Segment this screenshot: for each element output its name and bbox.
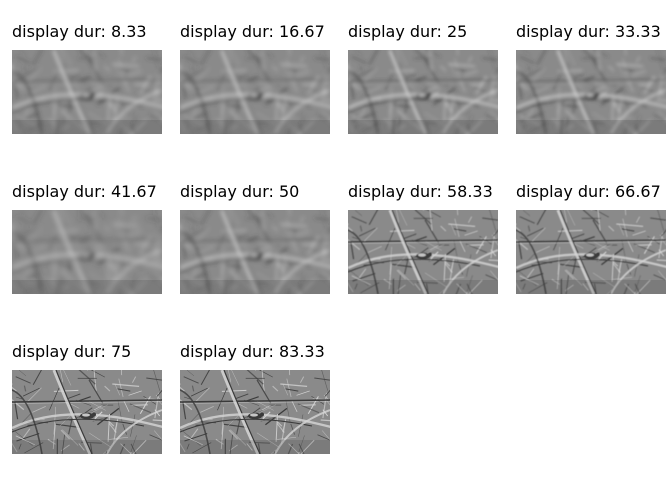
frame-cell: display dur: 41.67 [12,182,162,297]
frame-label: display dur: 75 [12,342,132,361]
frame-cell: display dur: 16.67 [180,22,330,137]
image-shade [12,280,162,294]
frame-image [12,370,162,454]
scene-strokes [516,210,666,294]
frame-image [348,50,498,134]
image-shade [180,120,330,134]
image-shade [180,280,330,294]
frame-cell: display dur: 33.33 [516,22,666,137]
frame-image [12,210,162,294]
scene-strokes [180,210,330,294]
image-shade [348,280,498,294]
scene-strokes [12,370,162,454]
image-shade [348,120,498,134]
frame-cell: display dur: 75 [12,342,162,457]
image-shade [516,280,666,294]
frame-image [180,50,330,134]
scene-strokes [348,50,498,134]
scene-strokes [12,210,162,294]
frame-image [516,210,666,294]
frame-image [180,370,330,454]
frame-image [12,50,162,134]
image-shade [516,120,666,134]
frame-label: display dur: 41.67 [12,182,157,201]
frame-label: display dur: 83.33 [180,342,325,361]
frame-label: display dur: 25 [348,22,468,41]
frame-cell: display dur: 66.67 [516,182,666,297]
frame-image [516,50,666,134]
frame-label: display dur: 58.33 [348,182,493,201]
frame-cell: display dur: 8.33 [12,22,162,137]
scene-strokes [348,210,498,294]
frame-label: display dur: 66.67 [516,182,661,201]
scene-strokes [180,370,330,454]
frame-image [180,210,330,294]
frame-label: display dur: 16.67 [180,22,325,41]
scene-strokes [12,50,162,134]
image-shade [12,440,162,454]
frame-label: display dur: 8.33 [12,22,147,41]
image-shade [180,440,330,454]
scene-strokes [180,50,330,134]
frame-cell: display dur: 50 [180,182,330,297]
frame-label: display dur: 50 [180,182,300,201]
frame-cell: display dur: 83.33 [180,342,330,457]
frame-cell: display dur: 25 [348,22,498,137]
frame-cell: display dur: 58.33 [348,182,498,297]
image-shade [12,120,162,134]
frame-image [348,210,498,294]
scene-strokes [516,50,666,134]
frame-label: display dur: 33.33 [516,22,661,41]
